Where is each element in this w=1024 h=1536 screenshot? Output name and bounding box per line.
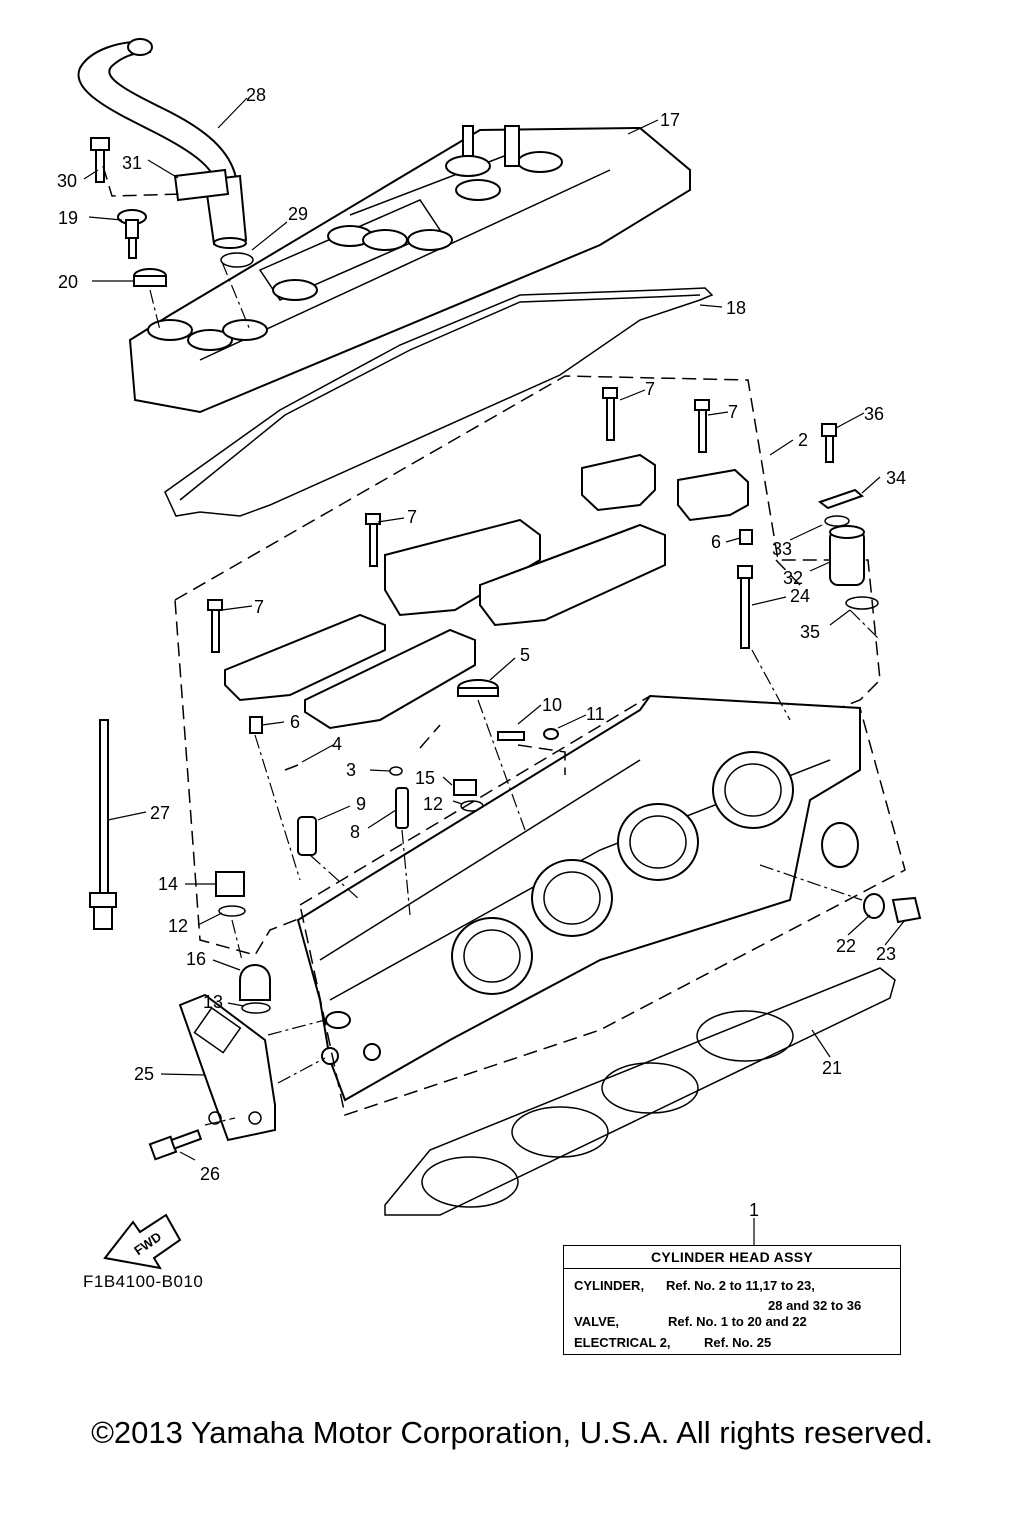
washer-13 (241, 1002, 271, 1014)
cylinder-label: CYLINDER, (574, 1278, 645, 1293)
valve-guide-9 (297, 816, 317, 856)
callout-12: 12 (168, 916, 188, 936)
washer-33 (824, 515, 850, 527)
grommet-20 (133, 268, 167, 287)
sensor-27 (89, 719, 117, 930)
callout-14: 14 (158, 874, 178, 894)
bolt-19 (117, 209, 147, 259)
cylinder-head-cover (128, 125, 691, 414)
cap-nut-16 (239, 964, 271, 1001)
callout-22: 22 (836, 936, 856, 956)
callout-8: 8 (350, 822, 360, 842)
callout-12: 12 (423, 794, 443, 814)
cylinder-head (296, 694, 861, 1102)
plate-34 (817, 488, 864, 510)
long-bolt-24 (737, 565, 753, 649)
bolt-36 (821, 423, 837, 463)
callout-34: 34 (886, 468, 906, 488)
callout-1: 1 (749, 1200, 759, 1220)
callout-36: 36 (864, 404, 884, 424)
callout-29: 29 (288, 204, 308, 224)
o-ring-35 (845, 596, 879, 610)
camshaft-cap-group-outline (174, 375, 881, 956)
guide-8 (395, 787, 409, 829)
callout-20: 20 (58, 272, 78, 292)
callout-7: 7 (254, 597, 264, 617)
sleeve-32 (829, 525, 865, 586)
callout-27: 27 (150, 803, 170, 823)
callout-28: 28 (246, 85, 266, 105)
washer-11 (543, 728, 559, 740)
callout-7: 7 (407, 507, 417, 527)
dowel-pin (739, 529, 753, 545)
clamp-31 (173, 168, 230, 202)
camshaft-caps (224, 453, 749, 730)
callout-13: 13 (203, 992, 223, 1012)
callout-32: 32 (783, 568, 803, 588)
electrical-label: ELECTRICAL 2, (574, 1335, 671, 1350)
nut-15 (453, 779, 477, 796)
bolt-26 (148, 1129, 203, 1161)
alignment-lines (102, 165, 881, 1126)
valve-label: VALVE, (574, 1314, 620, 1329)
callout-21: 21 (822, 1058, 842, 1078)
callout-23: 23 (876, 944, 896, 964)
dowel-pin (249, 716, 263, 734)
callout-9: 9 (356, 794, 366, 814)
o-ring-29 (220, 252, 254, 268)
seal-3 (389, 766, 403, 776)
cylinder-refs-continued: 28 and 32 to 36 (768, 1298, 862, 1313)
callout-25: 25 (134, 1064, 154, 1084)
callout-30: 30 (57, 171, 77, 191)
fwd-arrow-icon (103, 1213, 182, 1270)
callout-24: 24 (790, 586, 810, 606)
cover-gasket (164, 287, 714, 517)
callout-26: 26 (200, 1164, 220, 1184)
cap-bolts (207, 387, 710, 653)
callout-3: 3 (346, 760, 356, 780)
callout-6: 6 (290, 712, 300, 732)
leader-lines (83, 97, 906, 1245)
callout-15: 15 (415, 768, 435, 788)
electrical-refs: Ref. No. 25 (704, 1335, 772, 1350)
clip-4 (284, 764, 299, 771)
callout-5: 5 (520, 645, 530, 665)
callout-17: 17 (660, 110, 680, 130)
valve-refs: Ref. No. 1 to 20 and 22 (668, 1314, 807, 1329)
plug-23 (891, 896, 922, 924)
cylinder-refs: Ref. No. 2 to 11,17 to 23, (666, 1278, 815, 1293)
callout-4: 4 (332, 734, 342, 754)
head-gasket (384, 967, 896, 1216)
figure-code: F1B4100-B010 (83, 1272, 204, 1291)
callout-2: 2 (798, 430, 808, 450)
copyright-notice: ©2013 Yamaha Motor Corporation, U.S.A. A… (91, 1415, 933, 1450)
bolt-10 (497, 731, 525, 741)
callout-19: 19 (58, 208, 78, 228)
callout-31: 31 (122, 153, 142, 173)
washer-22 (863, 893, 885, 919)
callout-11: 11 (586, 704, 605, 724)
callout-16: 16 (186, 949, 206, 969)
cylinder-head-group-outline (299, 695, 906, 1116)
bracket-25 (178, 993, 276, 1142)
callout-18: 18 (726, 298, 746, 318)
nut-14 (215, 871, 245, 897)
assembly-reference-box: CYLINDER HEAD ASSY CYLINDER, Ref. No. 2 … (563, 1245, 901, 1355)
callout-10: 10 (542, 695, 562, 715)
callout-33: 33 (772, 539, 792, 559)
callout-7: 7 (728, 402, 738, 422)
callout-6: 6 (711, 532, 721, 552)
callout-35: 35 (800, 622, 820, 642)
plug-5 (457, 679, 499, 697)
assembly-title: CYLINDER HEAD ASSY (564, 1246, 900, 1269)
washer-12 (218, 905, 246, 917)
callout-7: 7 (645, 379, 655, 399)
bolt-30 (90, 137, 110, 183)
